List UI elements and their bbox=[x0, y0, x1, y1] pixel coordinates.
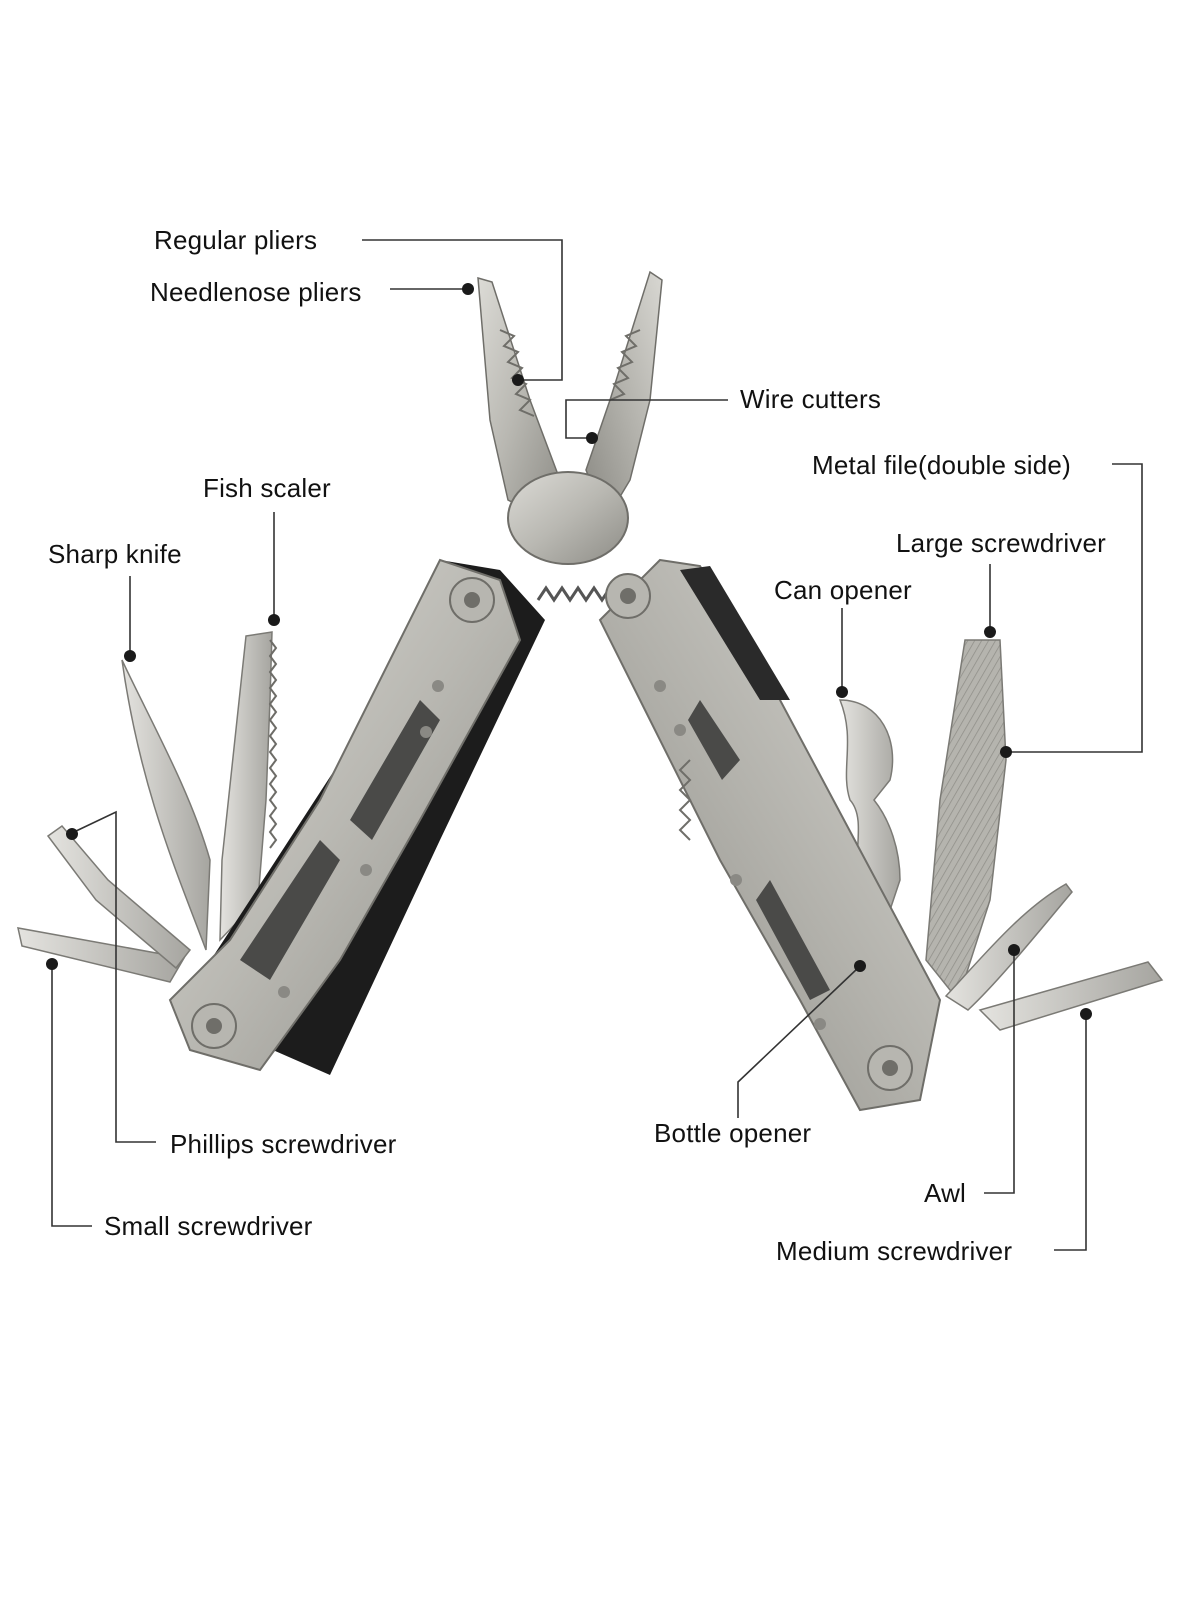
left-handle bbox=[168, 558, 545, 1075]
label-fish-scaler: Fish scaler bbox=[203, 473, 331, 503]
label-needlenose-pliers: Needlenose pliers bbox=[150, 277, 362, 307]
label-can-opener: Can opener bbox=[774, 575, 912, 605]
label-bottle-opener: Bottle opener bbox=[654, 1118, 812, 1148]
plier-jaws bbox=[477, 270, 663, 603]
label-medium-screwdriver: Medium screwdriver bbox=[776, 1236, 1013, 1266]
left-tools bbox=[17, 631, 278, 983]
small-screwdriver-blade bbox=[17, 927, 186, 983]
sharp-knife-blade bbox=[121, 659, 211, 951]
leader-lines bbox=[46, 239, 1143, 1251]
spring bbox=[536, 585, 612, 603]
label-awl: Awl bbox=[924, 1178, 967, 1208]
label-wire-cutters: Wire cutters bbox=[740, 384, 882, 414]
label-phillips-screwdriver: Phillips screwdriver bbox=[170, 1129, 397, 1159]
label-regular-pliers: Regular pliers bbox=[154, 225, 318, 255]
label-large-screwdriver: Large screwdriver bbox=[896, 528, 1107, 558]
phillips-screwdriver-blade bbox=[46, 824, 192, 970]
metal-file-blade bbox=[925, 639, 1007, 1002]
label-sharp-knife: Sharp knife bbox=[48, 539, 182, 569]
right-handle bbox=[598, 558, 942, 1112]
label-metal-file: Metal file(double side) bbox=[812, 450, 1071, 480]
label-small-screwdriver: Small screwdriver bbox=[104, 1211, 313, 1241]
medium-screwdriver-blade bbox=[978, 961, 1164, 1031]
pivot-hub bbox=[507, 471, 629, 565]
